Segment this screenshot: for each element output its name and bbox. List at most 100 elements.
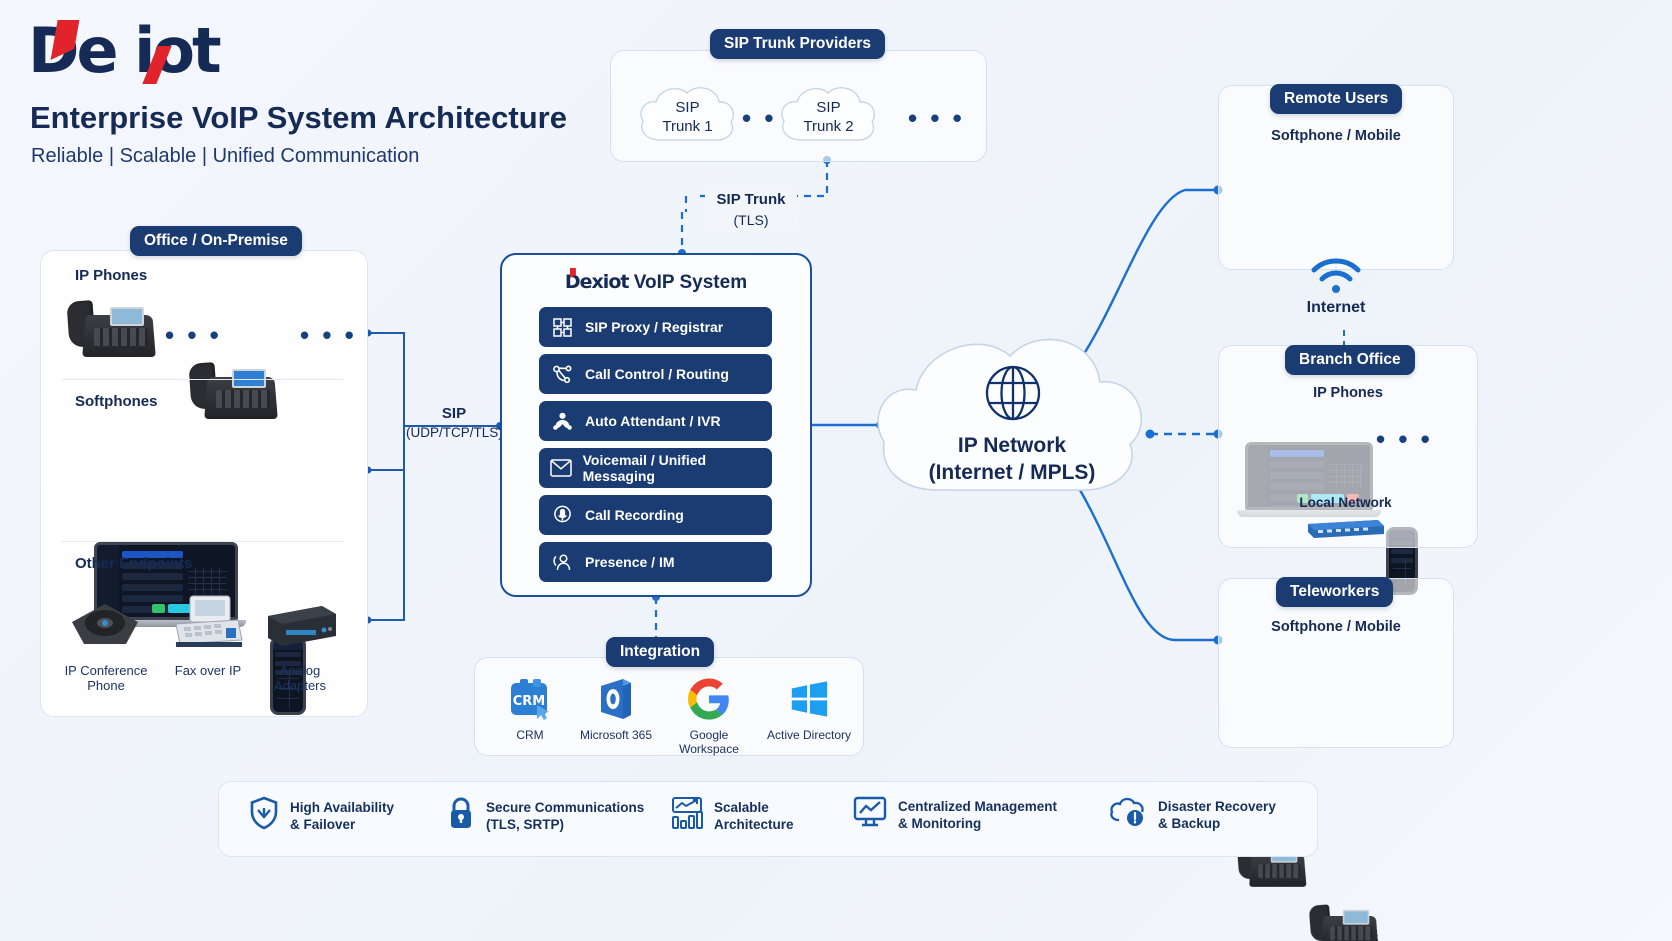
- sip-protocol-label: SIP (UDP/TCP/TLS): [406, 405, 503, 440]
- sip-trunk-1-line1: SIP: [675, 99, 700, 116]
- integration-item-google-workspace[interactable]: Google Workspace: [662, 677, 756, 756]
- office-ip-phones-ellipsis-2: • • •: [300, 320, 357, 350]
- page-title: Enterprise VoIP System Architecture: [30, 100, 567, 135]
- feature-secure-communications: Secure Communications(TLS, SRTP): [447, 796, 644, 835]
- integration-item-crm[interactable]: CRM CRM: [483, 677, 577, 742]
- cloud-backup-icon: [1109, 796, 1147, 833]
- call-routing-icon: [539, 364, 585, 385]
- service-label: Call Control / Routing: [585, 366, 729, 382]
- voip-brand: Dexiot: [564, 271, 630, 293]
- remote-users-chip: Remote Users: [1270, 84, 1403, 114]
- feature-text: High Availability& Failover: [290, 799, 395, 832]
- monitor-chart-icon: [853, 796, 887, 833]
- teleworkers-label: Softphone / Mobile: [1271, 619, 1401, 635]
- service-label: Auto Attendant / IVR: [585, 413, 721, 429]
- crm-icon: CRM: [483, 677, 577, 721]
- sip-trunk-2-line2: Trunk 2: [803, 118, 854, 135]
- office-ip-phone-2: [188, 359, 278, 421]
- wifi-icon: [1308, 256, 1364, 298]
- teleworkers-chip: Teleworkers: [1276, 577, 1394, 607]
- voip-system-panel: Dexiot VoIP System SIP Proxy / Registrar…: [500, 253, 812, 597]
- feature-disaster-recovery: Disaster Recovery& Backup: [1109, 796, 1276, 833]
- shield-icon: [249, 796, 279, 835]
- sip-trunk-2-line1: SIP: [816, 99, 841, 116]
- brand-logo: De iot: [28, 18, 222, 84]
- local-network-label: Local Network: [1299, 495, 1392, 510]
- office-chip: Office / On-Premise: [130, 226, 302, 256]
- local-network-switch-icon: [1304, 516, 1386, 543]
- svg-text:CRM: CRM: [513, 694, 546, 709]
- voip-system-title: Dexiot VoIP System: [502, 271, 810, 294]
- analog-adapter-icon: [262, 600, 340, 650]
- office-divider-1: [62, 379, 344, 380]
- sip-trunk-1-cloud: SIP Trunk 1: [635, 80, 740, 152]
- bar-chart-growth-icon: [671, 796, 703, 835]
- office-divider-2: [62, 541, 344, 542]
- server-rack-icon: [539, 317, 585, 338]
- branch-ip-phones-ellipsis: • • •: [1376, 424, 1433, 454]
- service-call-control[interactable]: Call Control / Routing: [539, 354, 772, 394]
- integration-chip: Integration: [606, 637, 715, 667]
- service-voicemail[interactable]: Voicemail / Unified Messaging: [539, 448, 772, 488]
- ip-conference-phone-icon: [64, 596, 146, 652]
- page-subtitle: Reliable | Scalable | Unified Communicat…: [31, 145, 420, 167]
- internet-label: Internet: [1306, 299, 1366, 316]
- microphone-icon: [539, 505, 585, 526]
- office-softphone-mobile: [270, 637, 306, 715]
- branch-office-panel: [1218, 345, 1478, 548]
- office-ip-phone-1: [66, 297, 156, 359]
- integration-label: CRM: [516, 728, 544, 742]
- sip-trunk-1-line2: Trunk 1: [662, 118, 713, 135]
- service-label: SIP Proxy / Registrar: [585, 319, 724, 335]
- branch-office-chip: Branch Office: [1285, 345, 1415, 375]
- voip-title-rest: VoIP System: [628, 272, 748, 293]
- office-softphone-laptop: [86, 542, 246, 627]
- feature-centralized-management: Centralized Management& Monitoring: [853, 796, 1057, 833]
- remote-users-label: Softphone / Mobile: [1271, 128, 1401, 144]
- sip-trunk-connector-label: SIP Trunk (TLS): [705, 190, 797, 230]
- feature-text: Secure Communications(TLS, SRTP): [486, 799, 645, 832]
- office-other-endpoints-label: Other Endpoints: [75, 555, 193, 572]
- service-presence-im[interactable]: Presence / IM: [539, 542, 772, 582]
- sip-trunk-ellipsis-2: • • •: [908, 103, 965, 133]
- service-label: Presence / IM: [585, 554, 675, 570]
- feature-bar: High Availability& Failover Secure Commu…: [218, 781, 1318, 857]
- ip-network-cloud: IP Network (Internet / MPLS): [872, 320, 1152, 495]
- auto-attendant-icon: [539, 411, 585, 432]
- envelope-icon: [539, 459, 583, 477]
- integration-label: Google Workspace: [679, 728, 739, 756]
- fax-over-ip-icon: [168, 592, 246, 652]
- feature-text: Centralized Management& Monitoring: [898, 798, 1058, 831]
- feature-high-availability: High Availability& Failover: [249, 796, 394, 835]
- branch-ip-phone-2: [1308, 902, 1379, 941]
- integration-item-active-directory[interactable]: Active Directory: [762, 677, 856, 742]
- integration-label: Active Directory: [766, 728, 852, 742]
- active-directory-icon: [762, 677, 856, 721]
- service-label: Call Recording: [585, 507, 684, 523]
- sip-trunk-2-cloud: SIP Trunk 2: [776, 80, 881, 152]
- sip-trunk-providers-chip: SIP Trunk Providers: [710, 29, 886, 59]
- feature-text: Disaster Recovery& Backup: [1158, 798, 1276, 831]
- ip-network-label: IP Network (Internet / MPLS): [928, 434, 1096, 484]
- service-auto-attendant[interactable]: Auto Attendant / IVR: [539, 401, 772, 441]
- branch-office-ip-phones-label: IP Phones: [1313, 385, 1383, 401]
- endpoint-label-fax: Fax over IP: [174, 663, 242, 678]
- presence-user-icon: [539, 552, 585, 573]
- service-call-recording[interactable]: Call Recording: [539, 495, 772, 535]
- globe-icon: [982, 362, 1044, 429]
- service-sip-proxy[interactable]: SIP Proxy / Registrar: [539, 307, 772, 347]
- google-workspace-icon: [662, 677, 756, 721]
- service-label: Voicemail / Unified Messaging: [582, 452, 707, 484]
- microsoft-365-icon: [569, 677, 663, 721]
- integration-label: Microsoft 365: [579, 728, 653, 742]
- lock-icon: [447, 796, 475, 835]
- office-ip-phones-label: IP Phones: [75, 267, 148, 284]
- remote-users-panel: [1218, 85, 1454, 270]
- integration-item-microsoft-365[interactable]: Microsoft 365: [569, 677, 663, 742]
- office-ip-phones-ellipsis-1: • • •: [165, 320, 222, 350]
